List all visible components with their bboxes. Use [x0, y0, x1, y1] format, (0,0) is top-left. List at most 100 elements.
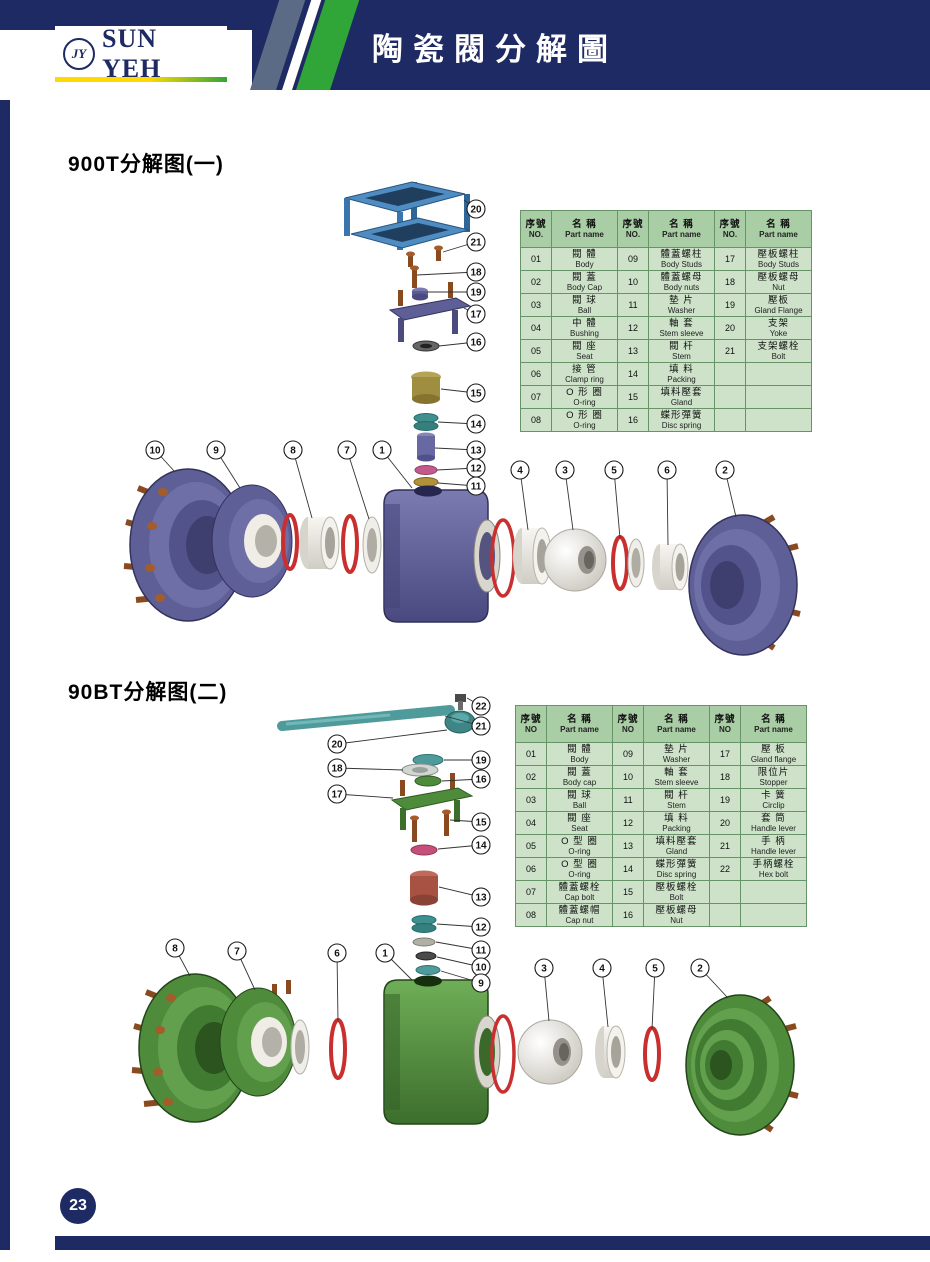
callout-number: 8 [172, 944, 178, 955]
callout-number: 7 [234, 947, 240, 958]
left-edge-bar [0, 100, 10, 1250]
part-yoke-bracket [344, 181, 470, 250]
part-bushing-sleeve [299, 516, 340, 570]
cell-part-no: 03 [520, 293, 552, 317]
callout-badge [337, 440, 357, 460]
callout-number: 22 [475, 702, 487, 713]
cell-part-no: 16 [612, 903, 644, 927]
cell-part-no: 07 [515, 880, 547, 904]
part-bracket-bolts [406, 245, 443, 267]
part-seat [595, 1025, 626, 1079]
callout-number: 14 [470, 420, 482, 431]
cell-part-name [745, 408, 812, 432]
callout-number: 3 [541, 964, 547, 975]
callout-number: 15 [470, 389, 482, 400]
cell-part-no: 08 [520, 408, 552, 432]
callout-badge [327, 943, 347, 963]
callout-leader-line [336, 729, 448, 745]
callout-badge [471, 835, 491, 855]
callout-number: 11 [476, 946, 487, 957]
cell-part-no [714, 408, 746, 432]
part-stem-sleeve [415, 951, 437, 961]
callout-number: 12 [475, 923, 487, 934]
cell-part-no: 08 [515, 903, 547, 927]
logo-text: SUN YEH [102, 24, 162, 83]
cell-part-no: 21 [714, 339, 746, 363]
callout-badge [375, 943, 395, 963]
cell-part-no: 18 [714, 270, 746, 294]
callout-number: 1 [382, 949, 388, 960]
cell-part-no: 20 [714, 316, 746, 340]
valve-art-90bt [131, 694, 799, 1136]
callout-badge [604, 460, 624, 480]
callout-badge [466, 199, 486, 219]
cell-part-no: 10 [612, 765, 644, 789]
cell-part-name [740, 903, 807, 927]
callout-badge [466, 476, 486, 496]
callout-number: 12 [470, 464, 482, 475]
callout-number: 13 [475, 893, 487, 904]
callout-leader-line [292, 449, 313, 519]
cell-part-no: 19 [709, 788, 741, 812]
cell-part-no: 13 [612, 834, 644, 858]
callout-number: 16 [475, 775, 487, 786]
cell-part-no: 03 [515, 788, 547, 812]
cell-part-no [709, 903, 741, 927]
callout-badge [466, 304, 486, 324]
valve-art-900t [123, 181, 801, 656]
callout-number: 21 [470, 238, 482, 249]
callout-number: 6 [334, 949, 340, 960]
part-oring-large [490, 1014, 516, 1094]
part-ball [543, 528, 607, 592]
callout-badge [327, 758, 347, 778]
part-stem-ring [412, 937, 436, 947]
callout-leader-line [346, 449, 370, 520]
callout-badge [471, 750, 491, 770]
part-oring [341, 514, 359, 574]
cell-part-no: 06 [520, 362, 552, 386]
callout-badge [327, 784, 347, 804]
callout-badge [657, 460, 677, 480]
cell-part-no: 18 [709, 765, 741, 789]
cell-part-no: 05 [515, 834, 547, 858]
part-nut-ring [414, 775, 442, 787]
callout-badge [534, 958, 554, 978]
callout-number: 8 [290, 446, 296, 457]
part-flange-right [685, 994, 799, 1136]
callout-badge [471, 769, 491, 789]
part-seat [652, 543, 689, 591]
callout-number: 6 [664, 466, 670, 477]
part-seat-ring [290, 1019, 310, 1075]
